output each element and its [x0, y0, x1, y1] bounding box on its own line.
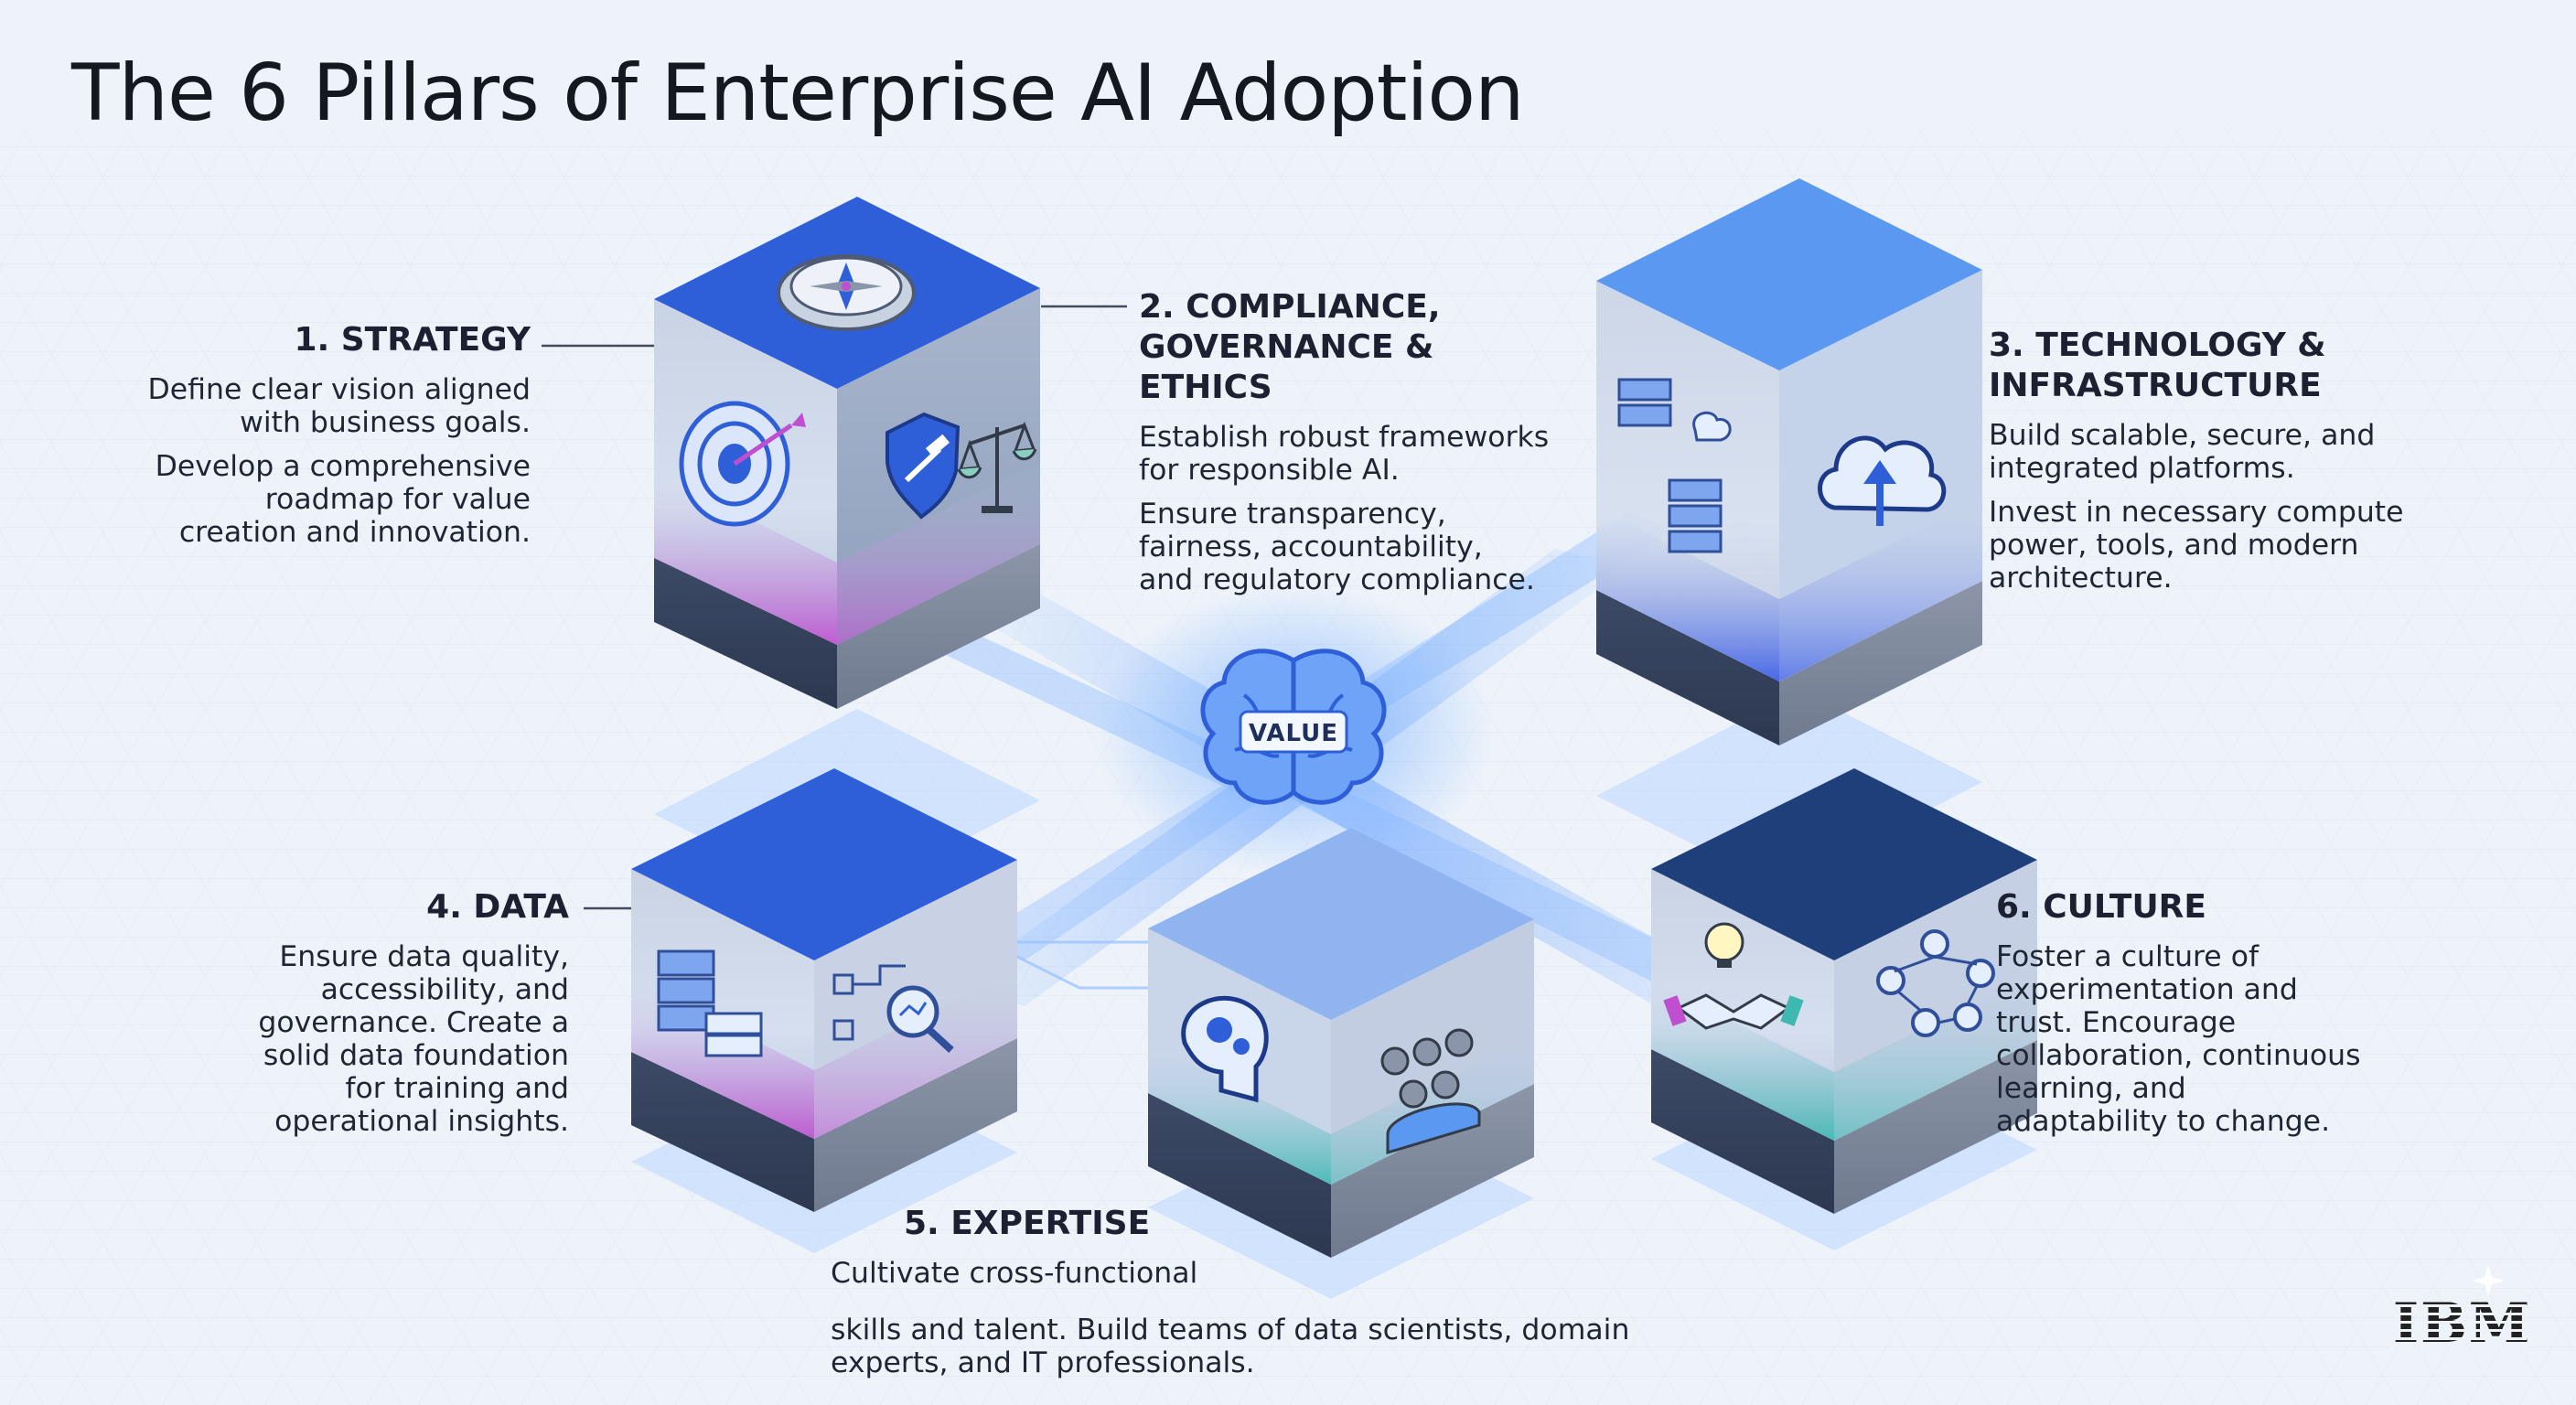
shield-gavel-icon [886, 412, 961, 520]
flowchart-search-icon [832, 964, 954, 1053]
pillar-compliance: 2. COMPLIANCE,GOVERNANCE & ETHICS Establ… [1139, 287, 1578, 607]
value-label: VALUE [1249, 720, 1338, 747]
servers-icon [1617, 378, 1732, 553]
value-core: VALUE [1092, 585, 1495, 878]
pillar-description: Cultivate cross-functional [831, 1257, 1198, 1290]
database-icon [657, 949, 763, 1057]
target-icon [679, 401, 806, 527]
cube-expertise [1148, 828, 1534, 1299]
cloud-upload-icon [1818, 435, 1947, 526]
pillar-heading: 2. COMPLIANCE,GOVERNANCE & ETHICS [1139, 288, 1441, 406]
ibm-logo: IBM [2393, 1292, 2532, 1356]
sparkle-icon [2472, 1264, 2505, 1297]
pillar-description: Ensure transparency,fairness, accountabi… [1139, 498, 1535, 596]
pillar-data: 4. DATA Ensure data quality,accessibilit… [128, 887, 569, 1149]
pillar-technology: 3. TECHNOLOGY &INFRASTRUCTURE Build scal… [1989, 326, 2483, 606]
pillar-heading: 4. DATA [426, 888, 569, 926]
pillar-heading: 6. CULTURE [1996, 888, 2206, 926]
pillar-expertise: 5. EXPERTISE Cultivate cross-functional … [831, 1204, 1654, 1390]
network-people-icon [1876, 929, 1995, 1037]
pillar-description: skills and talent. Build teams of data s… [831, 1314, 1630, 1379]
cube-technology [1596, 178, 1982, 887]
value-badge [1239, 710, 1348, 754]
cube-culture [1651, 768, 2037, 1250]
team-icon [1380, 1028, 1481, 1155]
lightbulb-handshake-icon [1663, 922, 1804, 1030]
scales-icon [957, 421, 1037, 513]
pillar-heading: 5. EXPERTISE [904, 1205, 1151, 1242]
page-title: The 6 Pillars of Enterprise AI Adoption [71, 48, 1525, 139]
cube-data [631, 768, 1017, 1253]
pillar-heading: 3. TECHNOLOGY &INFRASTRUCTURE [1989, 327, 2326, 404]
pillar-heading: 1. STRATEGY [294, 321, 531, 359]
compass-icon [777, 254, 916, 331]
head-gears-icon [1181, 995, 1269, 1103]
